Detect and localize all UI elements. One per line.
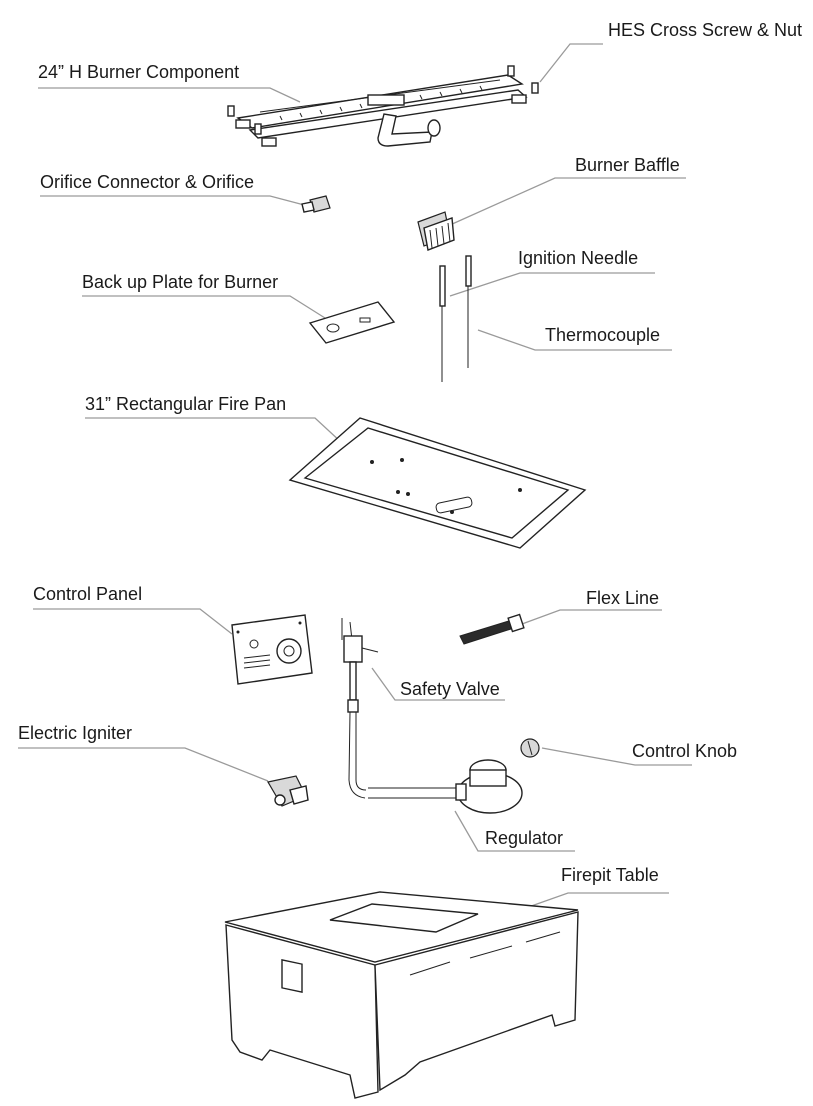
label-burner-baffle: Burner Baffle: [575, 155, 680, 175]
fire-pan-drawing: [288, 417, 587, 549]
flex-line-drawing: [459, 613, 525, 645]
firepit-table-drawing: [224, 891, 579, 1099]
label-safety-valve: Safety Valve: [400, 679, 500, 699]
electric-igniter-drawing: [267, 775, 309, 807]
label-hes-cross-screw: HES Cross Screw & Nut: [608, 20, 803, 40]
label-thermocouple: Thermocouple: [545, 325, 661, 345]
burner-baffle-drawing: [417, 211, 455, 251]
burner-component-drawing: [227, 65, 539, 147]
label-flex-line: Flex Line: [586, 588, 660, 608]
orifice-connector-drawing: [301, 195, 331, 213]
ignition-needle-drawing: [439, 255, 472, 382]
backup-plate-drawing: [308, 301, 396, 344]
safety-valve-drawing: [341, 618, 379, 799]
label-electric-igniter: Electric Igniter: [18, 723, 133, 743]
control-panel-drawing: [231, 614, 313, 685]
label-ignition-needle: Ignition Needle: [518, 248, 639, 268]
leader-lines: [18, 43, 692, 911]
label-regulator: Regulator: [485, 828, 564, 848]
label-orifice-connector: Orifice Connector & Orifice: [40, 172, 255, 192]
label-backup-plate: Back up Plate for Burner: [82, 272, 279, 292]
label-fire-pan: 31” Rectangular Fire Pan: [85, 394, 287, 414]
control-knob-drawing: [520, 738, 540, 758]
label-control-knob: Control Knob: [632, 741, 738, 761]
regulator-drawing: [368, 759, 523, 814]
label-firepit-table: Firepit Table: [561, 865, 659, 885]
label-control-panel: Control Panel: [33, 584, 143, 604]
label-burner-component: 24” H Burner Component: [38, 62, 240, 82]
